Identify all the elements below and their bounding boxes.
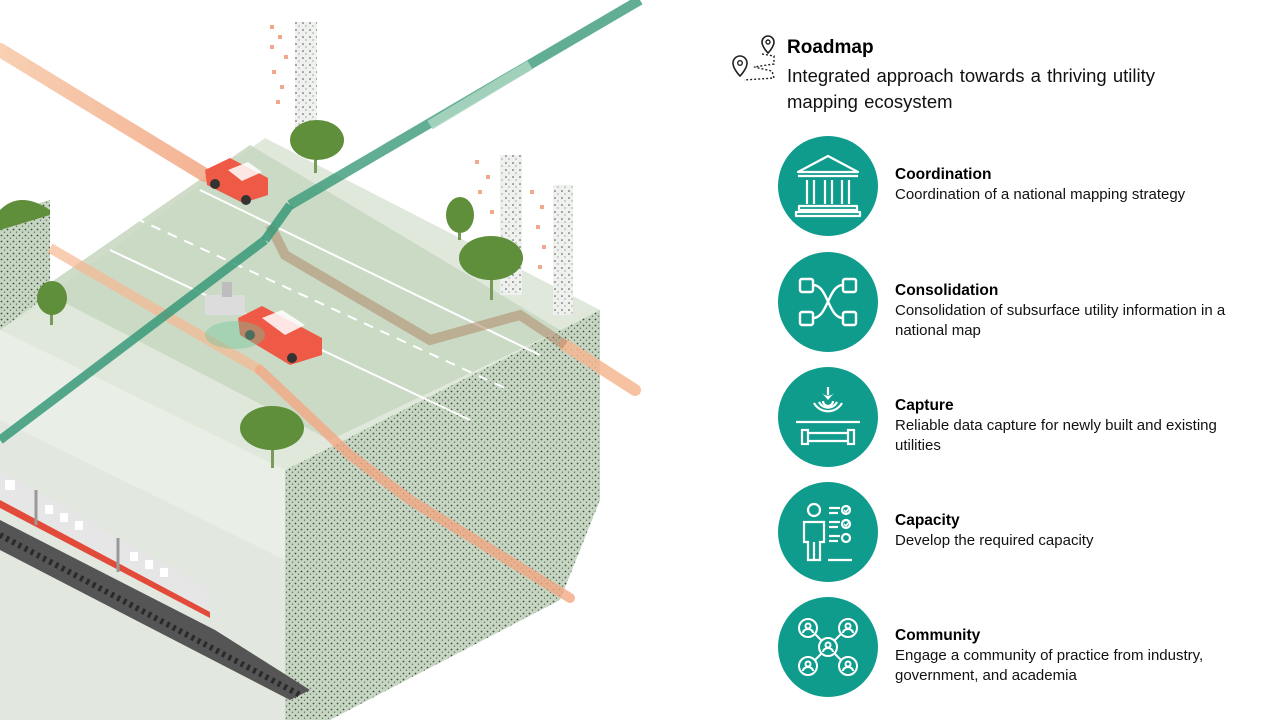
pillar-capacity: Capacity Develop the required capacity [778,482,1248,582]
utility-infrastructure-illustration [0,0,643,720]
pillar-title: Community [895,627,981,644]
coordination-badge [778,136,878,236]
orange-gas-pipe [0,43,641,603]
hedge [0,200,50,230]
roadmap-subtitle: Integrated approach towards a thriving u… [787,65,1156,112]
tree [290,120,344,173]
government-building-icon [794,154,862,218]
brown-underground-pipe [265,222,568,350]
pillar-consolidation: Consolidation Consolidation of subsurfac… [778,252,1248,352]
pillar-description: Reliable data capture for newly built an… [895,417,1217,454]
pillar-capture: Capture Reliable data capture for newly … [778,367,1248,467]
trees [0,120,523,468]
pillar-title: Capture [895,397,954,414]
roadmap-title: Roadmap [787,37,874,58]
pillar-description: Consolidation of subsurface utility info… [895,302,1226,339]
tree [240,406,304,468]
capacity-badge [778,482,878,582]
pillar-title: Coordination [895,166,992,183]
community-network-icon [798,618,858,676]
tree [37,281,67,325]
pillar-community: Community Engage a community of practice… [778,597,1248,697]
train [0,470,310,700]
green-water-pipe [0,0,643,444]
pillar-description: Coordination of a national mapping strat… [895,186,1186,203]
consolidation-badge [778,252,878,352]
pillar-coordination: Coordination Coordination of a national … [778,136,1248,236]
scanning-vehicle [205,282,322,365]
capture-badge [778,367,878,467]
signal-scan-pipe-icon [796,387,860,446]
tree [459,236,523,300]
tree [446,197,474,240]
pillar-title: Consolidation [895,282,999,299]
pillar-description: Develop the required capacity [895,532,1094,549]
route-map-pin-icon [732,35,775,81]
red-car-top [205,158,268,205]
community-badge [778,597,878,697]
road-center-dashes [134,217,506,389]
person-checklist-icon [802,502,852,562]
pillar-description: Engage a community of practice from indu… [895,647,1204,684]
pillar-title: Capacity [895,512,960,529]
network-consolidation-icon [798,277,858,327]
